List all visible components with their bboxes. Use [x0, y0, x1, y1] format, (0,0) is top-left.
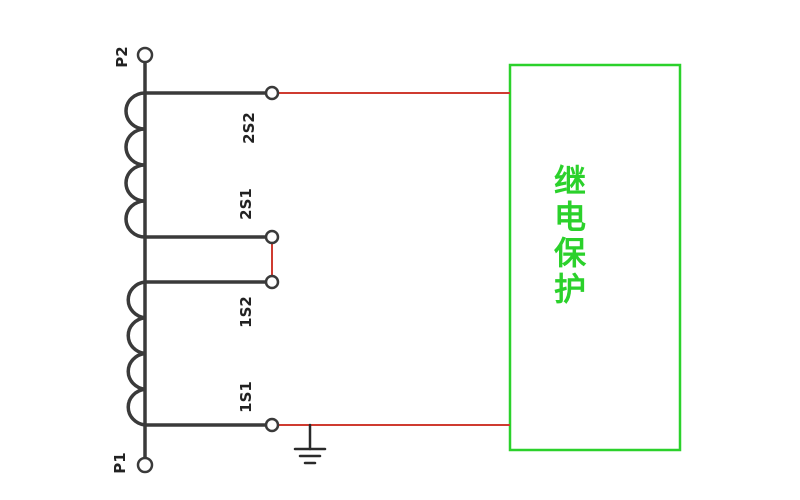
relay-label-char-3: 保 — [554, 234, 587, 272]
terminal-2s1 — [264, 229, 280, 245]
relay-protection-box — [508, 63, 682, 452]
label-1s1: 1S1 — [237, 381, 255, 413]
terminal-2s2 — [264, 85, 280, 101]
terminal-1s1 — [264, 417, 280, 433]
label-p1: P1 — [111, 452, 129, 473]
terminal-1s2 — [264, 274, 280, 290]
label-2s1: 2S1 — [237, 188, 255, 220]
secondary-winding-upper — [124, 91, 147, 239]
secondary-winding-lower — [126, 280, 147, 427]
ground-symbol — [293, 423, 327, 465]
relay-protection-label: 继 电 保 护 — [554, 162, 587, 308]
label-1s2: 1S2 — [237, 296, 255, 328]
relay-label-char-2: 电 — [554, 198, 586, 236]
terminal-p1 — [136, 456, 154, 474]
relay-label-char-1: 继 — [554, 162, 586, 200]
label-p2: P2 — [113, 46, 131, 67]
terminal-p2 — [136, 46, 154, 64]
relay-label-char-4: 护 — [554, 270, 586, 308]
label-2s2: 2S2 — [240, 112, 258, 144]
